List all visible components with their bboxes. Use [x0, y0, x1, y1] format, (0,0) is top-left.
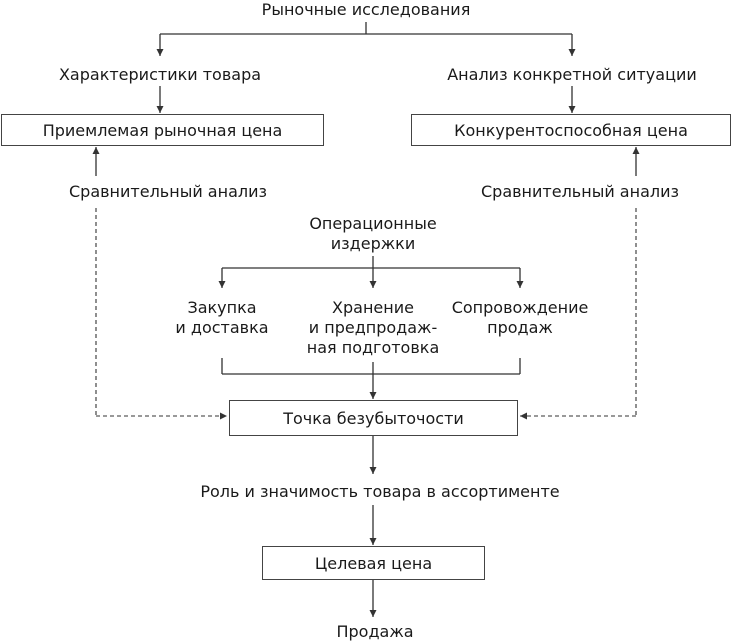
box-target-price: Целевая цена — [262, 546, 485, 580]
label-support: Сопровождение продаж — [451, 298, 589, 337]
label-market-research: Рыночные исследования — [261, 0, 471, 19]
box-competitive-price: Конкурентоспособная цена — [411, 114, 731, 146]
label-comparative-right: Сравнительный анализ — [480, 182, 680, 201]
label-role: Роль и значимость товара в ассортименте — [200, 482, 560, 501]
box-breakeven: Точка безубыточости — [229, 400, 518, 436]
label-storage: Хранение и предпродаж- ная подготовка — [306, 298, 440, 357]
label-product-characteristics: Характеристики товара — [58, 65, 262, 84]
box-target-price-text: Целевая цена — [314, 553, 433, 573]
label-operating-costs: Операционные издержки — [309, 214, 437, 253]
label-sales: Продажа — [336, 622, 414, 641]
box-breakeven-text: Точка безубыточости — [283, 408, 464, 428]
box-competitive-price-text: Конкурентоспособная цена — [454, 120, 688, 140]
label-comparative-left: Сравнительный анализ — [68, 182, 268, 201]
label-purchase: Закупка и доставка — [175, 298, 269, 337]
box-acceptable-price: Приемлемая рыночная цена — [1, 114, 324, 146]
box-acceptable-price-text: Приемлемая рыночная цена — [42, 120, 283, 140]
label-situation-analysis: Анализ конкретной ситуации — [447, 65, 697, 84]
